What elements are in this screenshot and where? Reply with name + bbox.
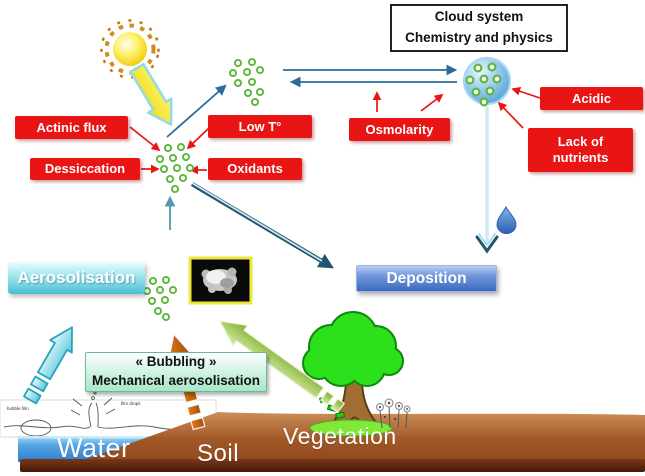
sem-particle-image <box>188 256 253 305</box>
rain-drop-icon <box>496 205 517 234</box>
label-lack-of-nutrients: Lack of nutrients <box>528 128 633 172</box>
ground-base-strip <box>20 459 645 472</box>
sunlight-arrow <box>129 62 173 126</box>
cloud-system-line1: Cloud system <box>434 9 524 25</box>
deposition-arrow <box>190 182 334 269</box>
label-soil: Soil <box>197 440 240 467</box>
weeds-icon <box>376 398 411 429</box>
label-low-t: Low T° <box>208 115 312 138</box>
label-actinic-flux: Actinic flux <box>15 116 128 139</box>
label-osmolarity: Osmolarity <box>349 118 450 141</box>
label-bubbling: « Bubbling » Mechanical aerosolisation <box>85 352 267 392</box>
label-dessiccation: Dessiccation <box>30 158 140 180</box>
vegetation-aerosolisation-arrow <box>219 320 345 414</box>
label-oxidants: Oxidants <box>208 158 302 180</box>
lack-line2: nutrients <box>552 150 609 165</box>
bubbling-line1: « Bubbling » <box>135 354 217 370</box>
label-aerosolisation: Aerosolisation <box>8 262 145 294</box>
label-vegetation: Vegetation <box>283 423 397 449</box>
sketch-label-film-drops: film drops <box>121 401 141 406</box>
label-deposition: Deposition <box>356 265 497 292</box>
aerosol-particle-cluster-icon <box>142 57 265 322</box>
stressor-arrows <box>129 87 541 175</box>
sketch-label-bubble-film: bubble film <box>7 406 29 411</box>
soil-area <box>78 412 645 462</box>
cloud-droplet-icon <box>462 56 512 107</box>
bubbling-line2: Mechanical aerosolisation <box>91 373 261 388</box>
cloud-system-box: Cloud system Chemistry and physics <box>390 4 568 52</box>
water-aerosolisation-arrow <box>23 326 73 405</box>
tree-icon <box>302 311 404 437</box>
label-water: Water <box>57 433 131 463</box>
rainout-arrow <box>475 106 499 254</box>
cloud-system-line2: Chemistry and physics <box>405 30 553 45</box>
transport-arrows <box>164 64 458 230</box>
lack-line1: Lack of <box>557 133 604 149</box>
label-acidic: Acidic <box>540 87 643 110</box>
